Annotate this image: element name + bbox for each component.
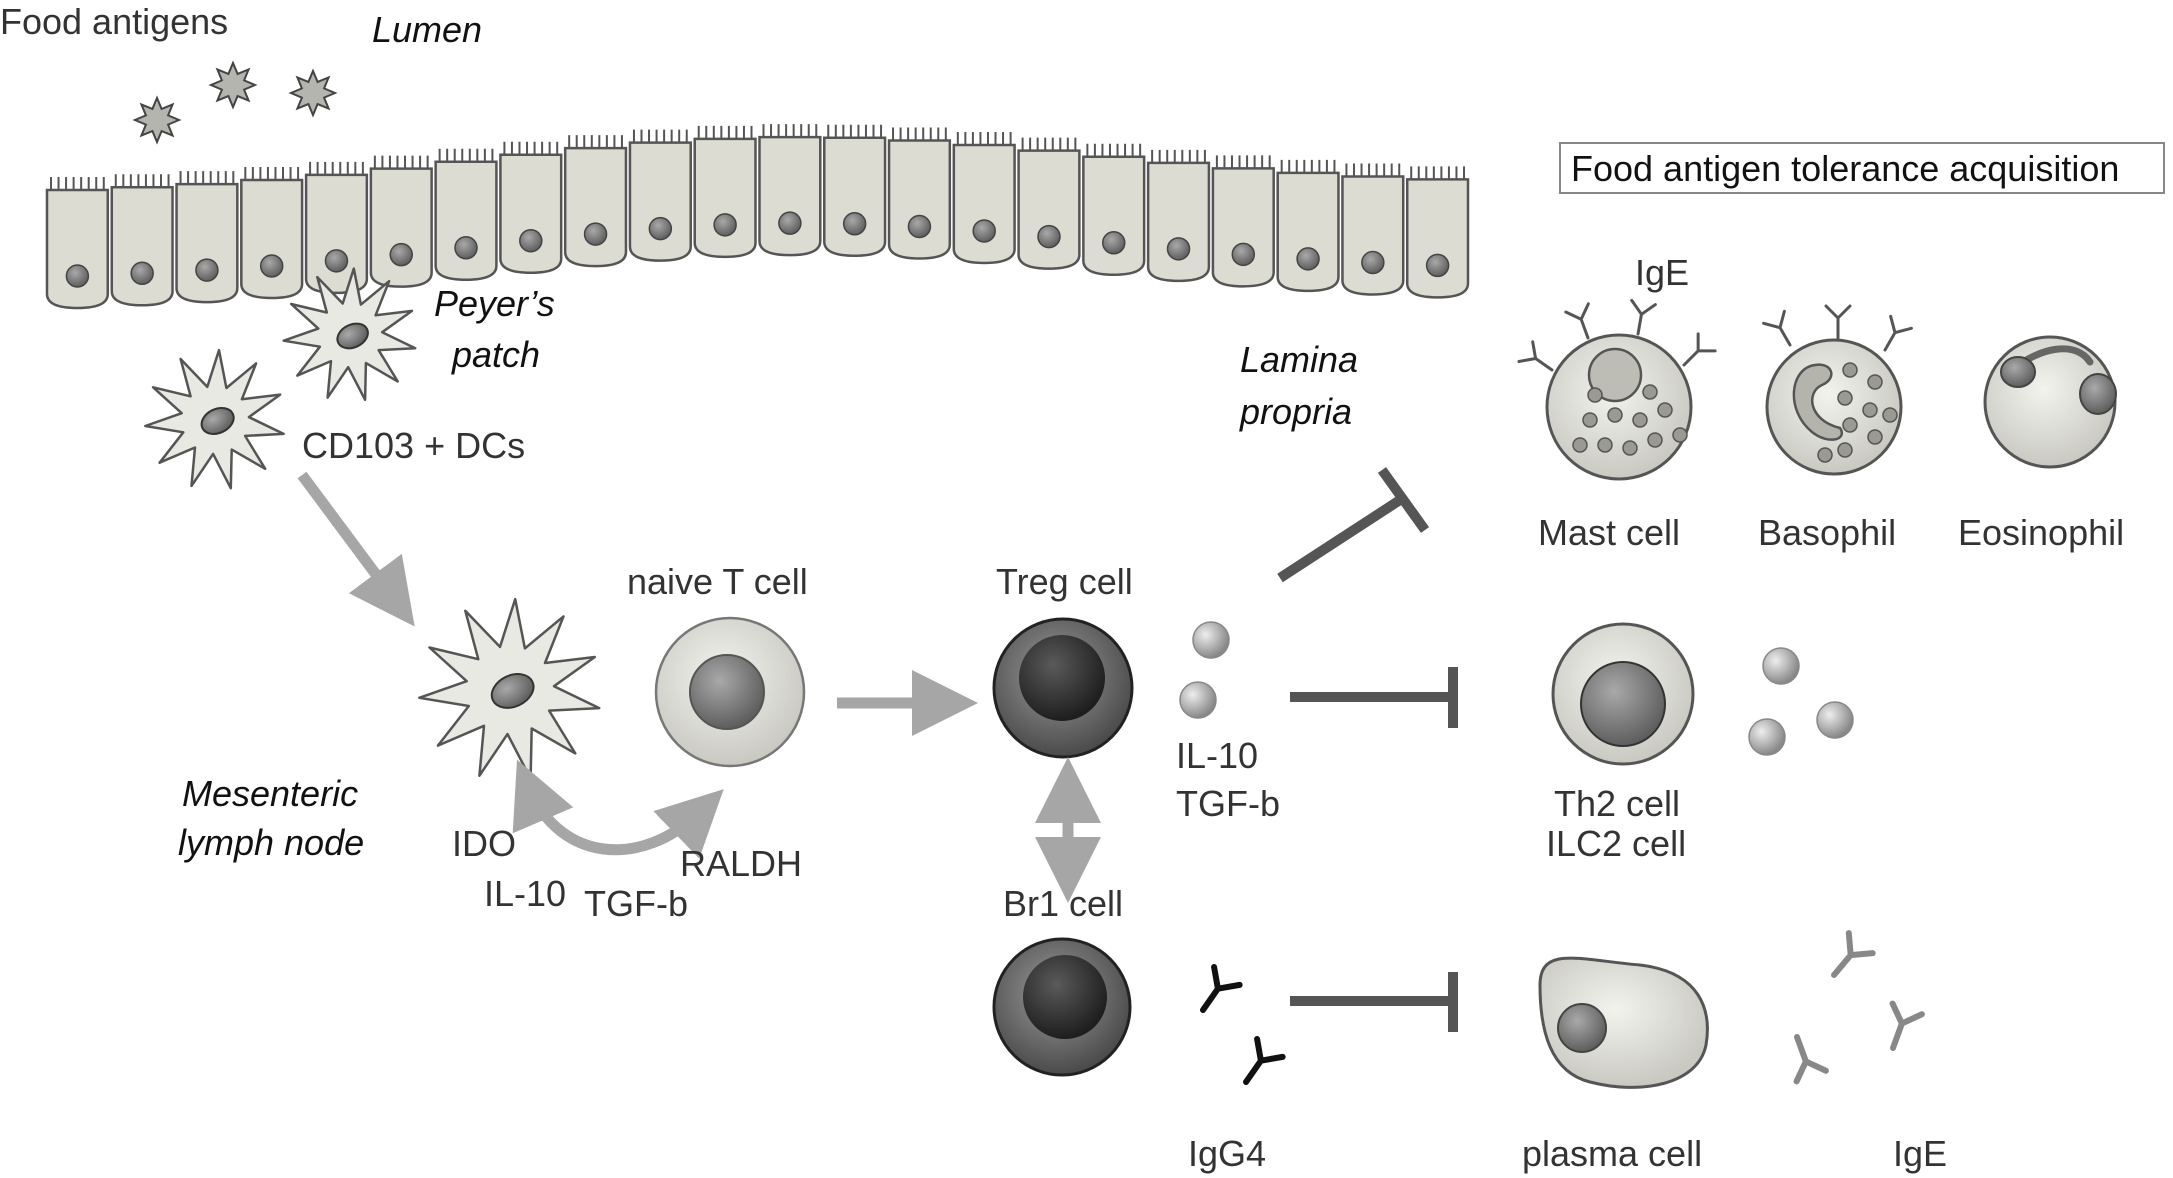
eosinophil <box>1983 335 2117 469</box>
basophil-label: Basophil <box>1758 512 1896 553</box>
dendritic-cell-lymph-node <box>418 597 601 780</box>
epithelial-cell <box>1211 155 1275 288</box>
epithelial-cell <box>240 166 304 300</box>
food-antigen-icon <box>208 60 258 110</box>
inhibition-plasma-cell <box>1290 972 1458 1032</box>
food-antigen-particles <box>132 60 338 145</box>
igg4-antibody-icon <box>1243 1035 1286 1085</box>
epithelial-cell <box>45 177 110 310</box>
treg-cell-label: Treg cell <box>996 561 1133 602</box>
raldh-label: RALDH <box>680 843 802 884</box>
epithelial-cell <box>1405 166 1470 299</box>
dendritic-cell-left <box>144 348 285 490</box>
treg-cell <box>992 617 1134 759</box>
br1-cell-label: Br1 cell <box>1003 883 1123 924</box>
ige-receptor-label: IgE <box>1635 252 1689 293</box>
ige-label-bottom: IgE <box>1893 1133 1947 1174</box>
epithelial-cell <box>693 125 757 259</box>
epithelial-cell <box>563 135 628 268</box>
cytokine-particles-th2 <box>1748 647 1854 756</box>
epithelial-cell <box>304 161 369 295</box>
igg4-antibodies <box>1200 963 1286 1085</box>
cytokine-particles-treg <box>1179 621 1230 719</box>
plasma-cell-label: plasma cell <box>1522 1133 1702 1174</box>
mast-cell <box>1517 298 1717 481</box>
intestinal-epithelium <box>45 124 1470 310</box>
food-antigen-icon <box>288 68 338 118</box>
lamina-propria-label-line1: Lamina <box>1240 339 1358 380</box>
tolerance-title: Food antigen tolerance acquisition <box>1571 148 2119 189</box>
epithelial-cell <box>110 174 174 307</box>
epithelial-cell <box>1017 137 1081 270</box>
peyers-patch-label-line1: Peyer’s <box>434 283 555 324</box>
epithelial-cell <box>887 127 952 260</box>
basophil <box>1762 304 1913 476</box>
epithelial-cell <box>823 124 887 258</box>
plasma-cell <box>1538 956 1709 1089</box>
epithelial-cell <box>499 141 563 274</box>
epithelial-cell <box>175 171 239 304</box>
lamina-propria-label-line2: propria <box>1239 391 1352 432</box>
ige-antibodies <box>1793 930 1925 1085</box>
cd103-dcs-label: CD103 + DCs <box>302 425 525 466</box>
epithelial-cell <box>1082 143 1146 277</box>
food-antigens-label: Food antigens <box>0 1 228 42</box>
igg4-antibody-icon <box>1200 963 1243 1013</box>
tgfb-label-left: TGF-b <box>584 883 688 924</box>
epithelial-cell <box>1341 163 1405 296</box>
naive-t-cell-label: naive T cell <box>627 561 808 602</box>
mesenteric-label-line1: Mesenteric <box>182 773 358 814</box>
migration-arrow <box>297 471 415 627</box>
il10-label-right: IL-10 <box>1176 735 1258 776</box>
th2-ilc2-cell <box>1551 622 1695 766</box>
induction-arrow <box>512 759 724 859</box>
tgfb-label-right: TGF-b <box>1176 783 1280 824</box>
epithelial-cell <box>758 124 822 257</box>
ilc2-cell-label: ILC2 cell <box>1546 823 1686 864</box>
ige-antibody-icon <box>1831 930 1876 978</box>
br1-cell <box>992 937 1132 1077</box>
peyers-patch-label-line2: patch <box>451 334 540 375</box>
igg4-label: IgG4 <box>1188 1133 1266 1174</box>
food-antigen-icon <box>132 95 182 145</box>
epithelial-cell <box>1146 149 1211 283</box>
il10-label-left: IL-10 <box>484 873 566 914</box>
eosinophil-label: Eosinophil <box>1958 512 2124 553</box>
epithelial-cell <box>628 129 692 262</box>
lumen-label: Lumen <box>372 9 482 50</box>
dendritic-cell-upper <box>282 267 417 402</box>
th2-cell-label: Th2 cell <box>1554 783 1680 824</box>
mesenteric-label-line2: lymph node <box>178 822 364 863</box>
inhibition-granulocytes <box>1277 467 1430 583</box>
tolerance-title-box <box>1559 142 2165 194</box>
mast-cell-label: Mast cell <box>1538 512 1680 553</box>
epithelial-cell <box>952 131 1016 265</box>
inhibition-th2 <box>1290 667 1458 728</box>
epithelial-cell <box>369 155 433 288</box>
ido-label: IDO <box>452 823 516 864</box>
ige-antibody-icon <box>1793 1034 1829 1085</box>
ige-antibody-icon <box>1889 1000 1925 1051</box>
epithelial-cell <box>1276 159 1340 293</box>
naive-t-cell <box>654 616 806 768</box>
epithelial-cell <box>434 148 498 282</box>
